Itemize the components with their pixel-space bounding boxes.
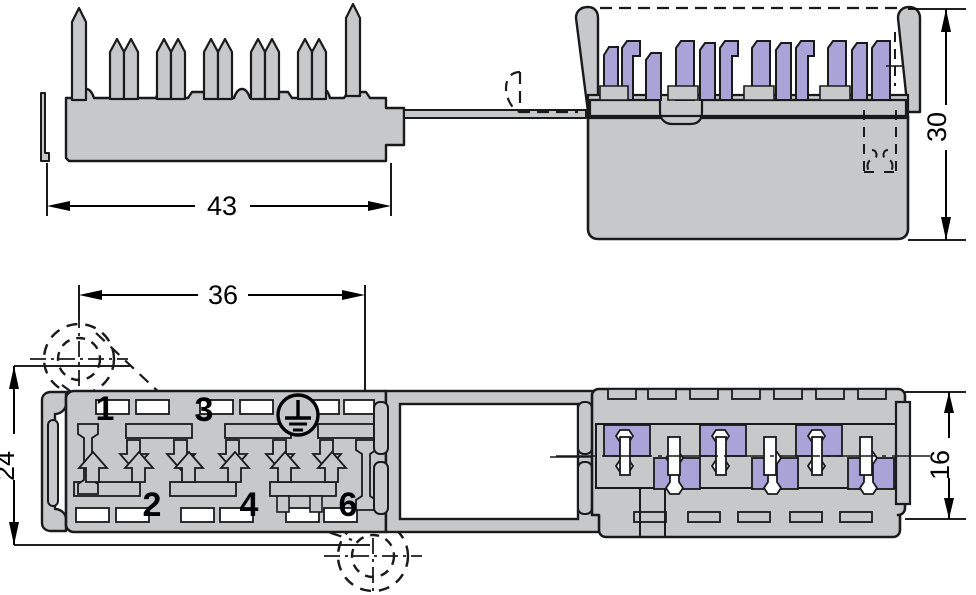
plan-view: 36 24: [0, 280, 966, 595]
arrow-top: [944, 392, 954, 413]
left-flange-tab: [40, 92, 50, 162]
middle-window-opening: [398, 402, 580, 521]
pin-housing-bottom-notches: [633, 511, 873, 523]
dimension-height-24: 24: [0, 365, 370, 546]
hidden-latch-detail: [863, 32, 897, 173]
right-housing-block: [504, 5, 922, 241]
arrow-bottom: [9, 522, 19, 545]
pin6-ribs: [276, 495, 323, 513]
hidden-outline-left: [518, 72, 578, 114]
pin-label-3: 3: [195, 391, 214, 429]
comb-post-right: [344, 2, 362, 98]
flange-slot: [47, 419, 59, 507]
arrow-bottom: [944, 498, 954, 519]
arrow-top: [941, 9, 951, 32]
comb-post-left: [70, 6, 88, 102]
hole-leader-a: [95, 332, 166, 399]
middle-slot-left-lower: [373, 461, 389, 515]
middle-slot-right-upper: [577, 401, 593, 455]
pin-housing-top-notches: [607, 388, 887, 400]
hole-outer-circle: [42, 322, 116, 396]
housing-wall-right: [896, 5, 922, 114]
arrow-right: [368, 201, 391, 211]
housing-lower-body: [586, 114, 910, 241]
housing-shelf-notch: [588, 98, 908, 126]
middle-slot-right-lower: [577, 461, 593, 515]
spring-contacts-lower: [77, 450, 348, 483]
pin-label-2: 2: [143, 486, 162, 524]
arrow-left: [47, 201, 70, 211]
dimension-width-43: 43: [46, 163, 392, 221]
hole-outer-circle: [336, 519, 410, 593]
right-pin-housing: [556, 387, 930, 539]
left-comb-block: [40, 2, 587, 163]
terminal-block: 1 3 2 4 6: [64, 389, 388, 534]
comb-teeth: [108, 37, 328, 101]
arrow-left: [79, 290, 102, 300]
dimension-label-43: 43: [207, 191, 237, 221]
housing-wall-left: [574, 5, 600, 114]
dimension-label-24: 24: [0, 451, 20, 481]
pin-housing-end-wall: [894, 400, 912, 506]
pin-label-6: 6: [339, 486, 358, 524]
dimension-label-16: 16: [925, 450, 955, 480]
bottom-slot-row: [75, 507, 358, 523]
left-mounting-flange: [40, 390, 68, 533]
arrow-bottom: [941, 217, 951, 240]
dimension-label-36: 36: [208, 280, 238, 310]
clamp-bar-lower-row: [73, 481, 337, 497]
middle-slot-left-upper: [373, 401, 389, 455]
hidden-outline-left-radius: [504, 70, 521, 114]
pin-label-4: 4: [240, 486, 259, 524]
dimension-label-30: 30: [922, 112, 952, 142]
clamp-bar-upper-row: [125, 423, 377, 439]
pin-label-1: 1: [96, 390, 115, 428]
middle-window-section: [373, 389, 603, 534]
dimension-height-30: 30: [908, 8, 966, 241]
contact-feet: [599, 85, 851, 101]
arrow-right: [342, 290, 365, 300]
arrow-top: [9, 366, 19, 389]
dimension-width-36: 36: [78, 280, 366, 398]
dimension-height-16: 16: [905, 391, 966, 520]
protective-earth-symbol: [276, 393, 320, 437]
side-elevation-view: 43 30: [40, 2, 966, 241]
